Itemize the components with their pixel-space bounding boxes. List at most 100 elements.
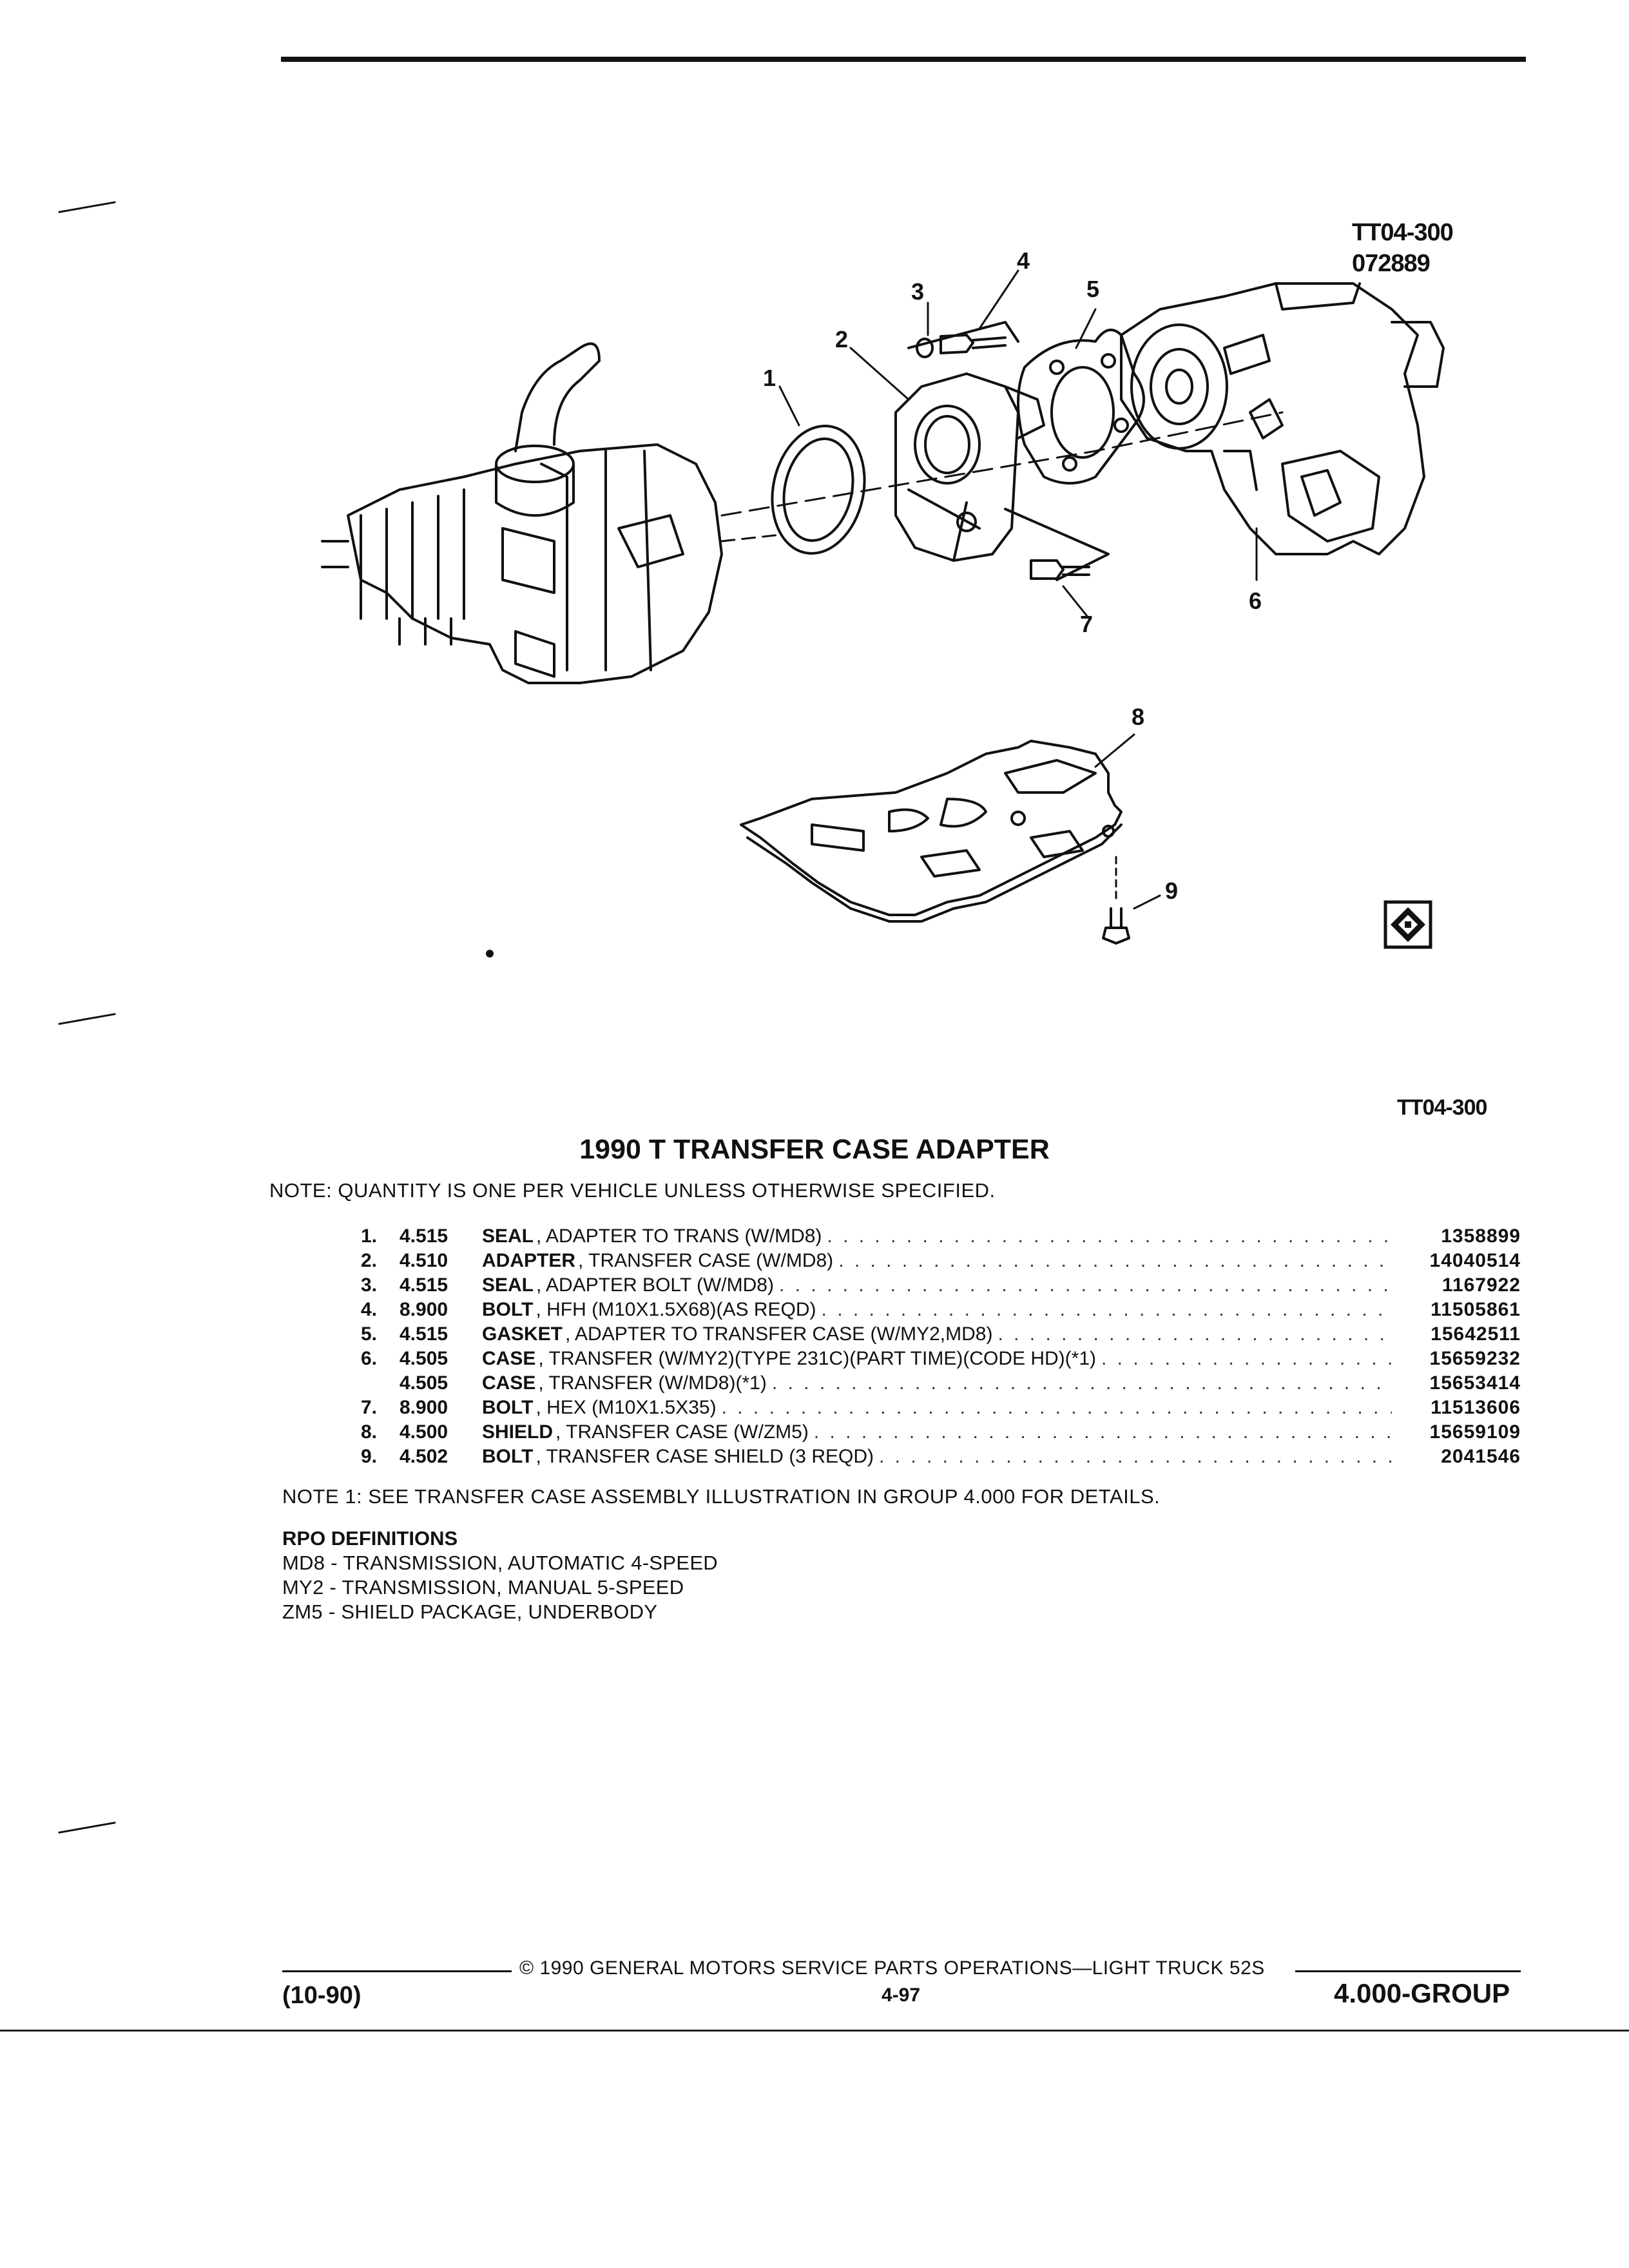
group-number-cell: 4.502 <box>400 1446 448 1467</box>
leader-dots <box>874 1445 1392 1469</box>
group-number-cell: 4.505 <box>400 1348 448 1369</box>
page-title: 1990 T TRANSFER CASE ADAPTER <box>579 1134 1050 1165</box>
item-number: 4. <box>361 1299 378 1320</box>
part-number: 14040514 <box>1429 1250 1521 1271</box>
part-name: GASKET <box>482 1323 563 1345</box>
rpo-heading: RPO DEFINITIONS <box>282 1527 458 1550</box>
group-number-cell: 4.515 <box>400 1323 448 1345</box>
part-name: SHIELD <box>482 1421 554 1443</box>
footnote-1: NOTE 1: SEE TRANSFER CASE ASSEMBLY ILLUS… <box>282 1485 1161 1508</box>
leader-dots <box>833 1249 1392 1273</box>
hex-bolt-illustration <box>1030 559 1090 580</box>
part-description: , TRANSFER CASE SHIELD (3 REQD) <box>535 1446 874 1467</box>
parts-row: 2. 4.510 ADAPTER, TRANSFER CASE (W/MD8) 140… <box>361 1249 1521 1273</box>
part-number: 1167922 <box>1441 1274 1521 1296</box>
group-number-cell: 4.510 <box>400 1250 448 1271</box>
group-number-cell: 4.515 <box>400 1274 448 1296</box>
leader-dots <box>1096 1347 1392 1371</box>
part-description: , TRANSFER (W/MY2)(TYPE 231C)(PART TIME)… <box>538 1348 1096 1369</box>
group-number-cell: 8.900 <box>400 1397 448 1418</box>
ref-code-bottom: TT04-300 <box>1397 1095 1487 1120</box>
item-number: 1. <box>361 1225 378 1247</box>
callout-4: 4 <box>1017 247 1030 274</box>
transfer-case-shield-illustration <box>740 740 1123 923</box>
part-description: , TRANSFER (W/MD8)(*1) <box>538 1372 767 1394</box>
part-number: 11513606 <box>1431 1397 1521 1418</box>
part-name: SEAL <box>482 1274 534 1296</box>
callout-3: 3 <box>911 278 925 305</box>
parts-row: 8. 4.500 SHIELD, TRANSFER CASE (W/ZM5) 1565… <box>361 1420 1521 1445</box>
leader-dots <box>717 1396 1392 1420</box>
group-number: 4.000-GROUP <box>1334 1978 1510 2008</box>
part-name: SEAL <box>482 1225 534 1247</box>
leader-dots <box>774 1273 1392 1298</box>
leader-dots <box>992 1322 1392 1347</box>
group-number-cell: 4.500 <box>400 1421 448 1443</box>
shield-bolt-illustration <box>1102 856 1130 945</box>
part-name: BOLT <box>482 1397 534 1418</box>
catalog-logo-icon <box>1383 900 1432 949</box>
revision-date: (10-90) <box>282 1982 361 2009</box>
leader-dots <box>767 1371 1392 1396</box>
adapter-bolt-illustration <box>907 321 1019 358</box>
callout-2: 2 <box>835 326 849 352</box>
footer-rule-right <box>1295 1970 1521 1972</box>
transmission-illustration <box>321 342 723 684</box>
part-description: , TRANSFER CASE (W/MD8) <box>578 1250 834 1271</box>
part-name: BOLT <box>482 1299 534 1320</box>
part-description: , ADAPTER TO TRANS (W/MD8) <box>536 1225 822 1247</box>
ref-date: 072889 <box>1352 250 1431 277</box>
item-number: 5. <box>361 1323 378 1345</box>
item-number: 9. <box>361 1446 378 1467</box>
adapter-illustration <box>894 372 1110 581</box>
rpo-definition: ZM5 - SHIELD PACKAGE, UNDERBODY <box>282 1600 658 1623</box>
item-number <box>361 1371 400 1396</box>
part-number: 15642511 <box>1431 1323 1521 1345</box>
part-description: , TRANSFER CASE (W/ZM5) <box>555 1421 809 1443</box>
leader-dots <box>809 1420 1392 1445</box>
transfer-case-illustration <box>1120 282 1445 555</box>
item-number: 3. <box>361 1274 378 1296</box>
part-name: CASE <box>482 1348 536 1369</box>
part-description: , ADAPTER TO TRANSFER CASE (W/MY2,MD8) <box>565 1323 993 1345</box>
part-name: ADAPTER <box>482 1250 576 1271</box>
seal-illustration <box>771 425 866 555</box>
callout-7: 7 <box>1080 611 1094 637</box>
parts-row: 5. 4.515 GASKET, ADAPTER TO TRANSFER CASE … <box>361 1322 1521 1347</box>
part-name: CASE <box>482 1372 536 1394</box>
callout-1: 1 <box>763 365 776 391</box>
callout-9: 9 <box>1165 878 1179 904</box>
leader-dots <box>822 1224 1392 1249</box>
parts-row: 3. 4.515 SEAL, ADAPTER BOLT (W/MD8) 1167922 <box>361 1273 1521 1298</box>
callout-5: 5 <box>1086 276 1100 302</box>
callout-8: 8 <box>1132 704 1145 730</box>
item-number: 7. <box>361 1397 378 1418</box>
copyright-line: © 1990 GENERAL MOTORS SERVICE PARTS OPER… <box>519 1957 1265 1979</box>
page-number: 4-97 <box>882 1984 921 2006</box>
rpo-definition: MD8 - TRANSMISSION, AUTOMATIC 4-SPEED <box>282 1552 718 1574</box>
footer-rule-left <box>282 1970 512 1972</box>
part-number: 15659232 <box>1429 1348 1521 1369</box>
item-number: 8. <box>361 1421 378 1443</box>
part-number: 15653414 <box>1429 1372 1521 1394</box>
rpo-definition: MY2 - TRANSMISSION, MANUAL 5-SPEED <box>282 1576 684 1599</box>
part-description: , HFH (M10X1.5X68)(AS REQD) <box>535 1299 816 1320</box>
item-number: 2. <box>361 1250 378 1271</box>
top-rule <box>281 57 1526 62</box>
part-number: 2041546 <box>1441 1446 1521 1467</box>
callout-6: 6 <box>1249 588 1262 614</box>
part-description: , ADAPTER BOLT (W/MD8) <box>536 1274 774 1296</box>
part-number: 15659109 <box>1429 1421 1521 1443</box>
margin-mark <box>58 1821 116 1834</box>
quantity-note: NOTE: QUANTITY IS ONE PER VEHICLE UNLESS… <box>269 1179 996 1202</box>
group-number-cell: 4.515 <box>400 1225 448 1247</box>
leader-dots <box>816 1298 1392 1322</box>
ref-code: TT04-300 <box>1352 219 1454 246</box>
exploded-view-diagram <box>321 269 1445 957</box>
part-number: 11505861 <box>1431 1299 1521 1320</box>
